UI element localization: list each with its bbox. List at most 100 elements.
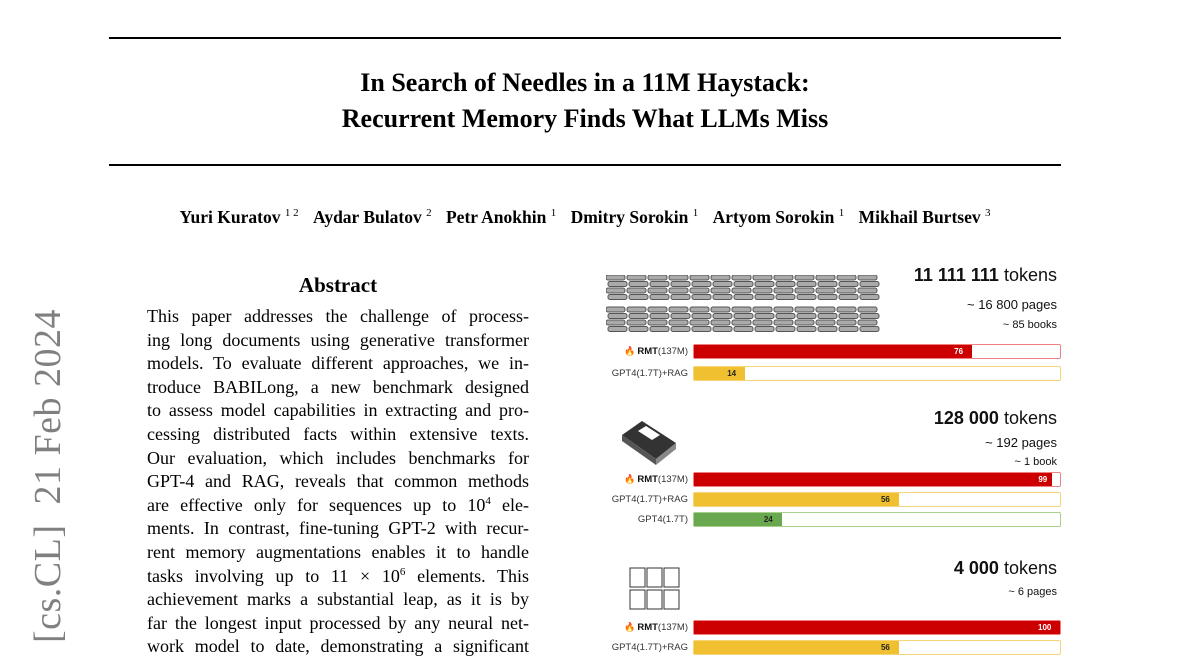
book-shape xyxy=(857,287,878,294)
bar-track: 99 xyxy=(693,472,1061,487)
book-shape xyxy=(710,319,731,326)
book-shape xyxy=(649,313,670,319)
bar-label: GPT4(1.7T) xyxy=(638,512,688,527)
book-shape xyxy=(775,294,796,300)
book-shape xyxy=(754,313,775,319)
page-count: ~ 192 pages xyxy=(985,434,1057,452)
paper-title-line-2: Recurrent Memory Finds What LLMs Miss xyxy=(341,104,829,133)
model-size: GPT4(1.7T)+RAG xyxy=(611,494,688,505)
model-size: GPT4(1.7T)+RAG xyxy=(611,368,688,379)
bar-fill xyxy=(694,473,1053,486)
book-shape xyxy=(817,326,838,332)
page-count-text: ~ 16 800 pages xyxy=(967,297,1057,312)
bar-label: GPT4(1.7T)+RAG xyxy=(612,492,688,507)
author: Artyom Sorokin 1 xyxy=(713,207,845,227)
author: Dmitry Sorokin 1 xyxy=(571,207,699,227)
book-shape xyxy=(836,275,857,281)
book-shape xyxy=(733,326,754,332)
page-shape xyxy=(646,567,663,588)
bar-value-label: 76 xyxy=(954,347,964,356)
book-shape xyxy=(689,287,710,294)
book-shape xyxy=(670,313,691,319)
page-shape xyxy=(646,589,663,610)
bar-track: 14 xyxy=(693,366,1061,381)
book-shape xyxy=(775,313,796,319)
book-shape xyxy=(691,326,712,332)
author-affiliation: 1 xyxy=(550,207,557,220)
abstract-line: far the longest input processed by any n… xyxy=(147,612,529,633)
book-shape xyxy=(752,319,773,326)
model-size: (137M) xyxy=(657,622,688,633)
book-shape xyxy=(626,319,647,326)
book-shape xyxy=(817,294,838,300)
book-shape xyxy=(628,281,649,287)
abstract-line: tasks involving up to 11 × 106 elements.… xyxy=(147,565,529,589)
abstract-line: rent memory augmentations enables it to … xyxy=(147,541,529,562)
arxiv-side-stamp: [cs.CL]21 Feb 2024 xyxy=(26,299,70,653)
bar-track: 24 xyxy=(693,512,1061,527)
book-shape xyxy=(626,275,647,281)
exponent: 6 xyxy=(399,565,406,578)
token-number: 128 000 xyxy=(933,408,999,428)
bar-value-label: 100 xyxy=(1038,623,1052,632)
book-shape xyxy=(838,294,859,300)
model-size: GPT4(1.7T) xyxy=(637,514,688,525)
book-shape xyxy=(607,294,628,300)
token-number: 11 111 111 xyxy=(913,265,999,285)
abstract-line: achievement marks a substantial leap, as… xyxy=(147,589,529,610)
text: tasks involving up to 11 × 10 xyxy=(147,565,400,586)
text: ele- xyxy=(490,494,529,515)
book-shape xyxy=(628,294,649,300)
book-shape xyxy=(731,287,752,294)
book-shape xyxy=(689,306,710,313)
abstract-line: are effective only for sequences up to 1… xyxy=(147,494,529,518)
book-shape xyxy=(838,313,859,319)
book-shape xyxy=(815,287,836,294)
bottom-rule xyxy=(109,164,1061,166)
text: are effective only for sequences up to 1… xyxy=(147,494,486,515)
book-shape xyxy=(796,281,817,287)
book-shape xyxy=(817,281,838,287)
book-shape xyxy=(626,306,647,313)
author-affiliation: 1 xyxy=(692,207,699,220)
book-shape xyxy=(668,287,689,294)
bar-track: 76 xyxy=(693,344,1061,359)
book-icon xyxy=(622,421,676,465)
book-shape xyxy=(670,326,691,332)
book-shape xyxy=(733,281,754,287)
book-shape xyxy=(628,326,649,332)
bar-fill xyxy=(694,621,1060,634)
book-shape xyxy=(710,306,731,313)
bar-label: 🔥RMT(137M) xyxy=(624,472,688,487)
author-list: Yuri Kuratov 1 2 Aydar Bulatov 2 Petr An… xyxy=(109,207,1061,228)
bar-fill xyxy=(694,345,973,358)
book-shape xyxy=(668,306,689,313)
book-shape xyxy=(710,287,731,294)
bar-label: 🔥RMT(137M) xyxy=(624,344,688,359)
model-name: RMT xyxy=(637,474,658,485)
abstract-line: work model to date, demonstrating a sign… xyxy=(147,636,529,657)
bar-track: 56 xyxy=(693,492,1061,507)
book-shape xyxy=(857,275,878,281)
book-shape xyxy=(668,319,689,326)
book-shape xyxy=(796,326,817,332)
book-shape xyxy=(859,281,880,287)
book-shape xyxy=(773,306,794,313)
abstract-line: troduce BABILong, a new benchmark design… xyxy=(147,376,529,397)
book-shape xyxy=(628,313,649,319)
book-shape xyxy=(857,319,878,326)
abstract-line: models. To evaluate different approaches… xyxy=(147,353,529,374)
token-unit: tokens xyxy=(1003,408,1057,428)
book-shape xyxy=(689,319,710,326)
token-number: 4 000 xyxy=(953,558,999,578)
book-shape xyxy=(691,294,712,300)
book-shape xyxy=(857,306,878,313)
book-shape xyxy=(754,281,775,287)
book-shape xyxy=(691,313,712,319)
book-shape xyxy=(689,275,710,281)
bar-row: GPT4(1.7T)+RAG 56 xyxy=(590,492,1061,507)
book-shape xyxy=(733,313,754,319)
book-shape xyxy=(626,287,647,294)
abstract-line: This paper addresses the challenge of pr… xyxy=(147,306,529,326)
book-count-text: ~ 85 books xyxy=(1002,319,1057,331)
